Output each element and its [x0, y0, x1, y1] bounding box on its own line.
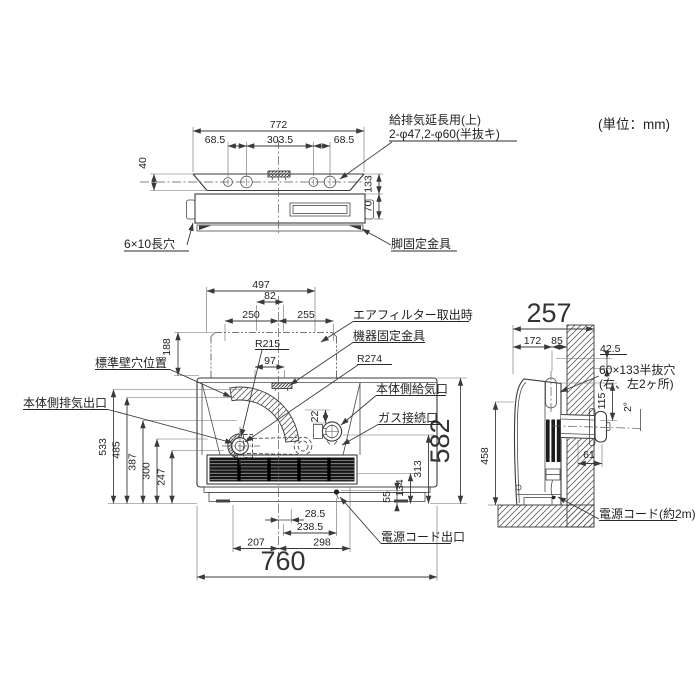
power-cord: [550, 479, 556, 499]
dim-70: 70: [363, 201, 375, 213]
dim-238-5: 238.5: [297, 521, 323, 533]
power-cord-outlet-dot: [333, 489, 340, 495]
label-power-cord: 電源コード(約2m): [599, 506, 696, 521]
label-6x10-slot: 6×10長穴: [124, 236, 175, 251]
rear-fitting: [267, 170, 291, 178]
air-inlet-gas-connection: [313, 421, 343, 445]
dim-40: 40: [137, 157, 149, 169]
warm-air-grille: [206, 454, 358, 485]
top-view-body: [194, 193, 366, 224]
label-air-inlet: 本体側給気口: [376, 381, 448, 396]
label-wall-hole-position: 標準壁穴位置: [95, 355, 167, 370]
dim-188: 188: [161, 338, 173, 356]
dim-300: 300: [141, 462, 153, 480]
dim-485: 485: [111, 441, 123, 459]
flue-pipe: [551, 408, 644, 446]
side-view: 2° 257 172 85 42.5 60×133半抜穴 (右、左2ヶ所) 11…: [479, 298, 696, 528]
label-flue-extension-line1: 給排気延長用(上): [389, 112, 481, 127]
dim-134: 134: [394, 479, 406, 497]
dim-497: 497: [252, 279, 270, 291]
dim-255: 255: [297, 309, 315, 321]
dim-22: 22: [309, 411, 321, 423]
dim-68-5-right: 68.5: [334, 134, 355, 146]
units-note: (単位：mm): [598, 117, 670, 132]
dim-303-5: 303.5: [267, 134, 293, 146]
label-knockout-line1: 60×133半抜穴: [599, 362, 675, 377]
dim-68-5-left: 68.5: [205, 134, 226, 146]
top-view-control-panel: [289, 202, 351, 217]
top-view-right-tab: [364, 199, 374, 220]
label-flue-extension-line2: 2-φ47,2-φ60(半抜キ): [389, 127, 500, 141]
dim-r274: R274: [357, 353, 382, 365]
dim-250: 250: [242, 309, 260, 321]
dim-2deg: 2°: [622, 402, 634, 412]
dim-61: 61: [583, 449, 595, 461]
top-view: 772 68.5 303.5 68.5 40 133 70 給排気延長用(上) …: [124, 112, 517, 252]
dim-313: 313: [412, 460, 424, 478]
label-foot-bracket: 脚固定金具: [391, 236, 451, 251]
dim-207: 207: [247, 537, 265, 549]
label-fixing-bracket: 機器固定金具: [353, 328, 425, 343]
dim-42-5: 42.5: [600, 343, 621, 355]
fixing-bracket: [271, 382, 293, 389]
dim-582: 582: [425, 418, 455, 463]
dim-247: 247: [156, 468, 168, 486]
label-power-cord-outlet: 電源コード出口: [381, 530, 465, 544]
front-view: 497 82 250 255 188 97 R215 R274 22 533: [23, 279, 473, 581]
label-knockout-line2: (右、左2ヶ所): [599, 376, 674, 391]
flue-pipe-dashed: [243, 434, 313, 458]
dim-172: 172: [524, 335, 542, 347]
dim-458: 458: [479, 447, 491, 465]
side-body: [513, 378, 562, 506]
label-gas-connection: ガス接続口: [378, 410, 438, 425]
air-filter-outline: [210, 332, 337, 378]
rear-louvers: [546, 419, 561, 462]
dim-772: 772: [270, 119, 288, 131]
dim-97: 97: [264, 355, 276, 367]
dim-85: 85: [551, 335, 563, 347]
dim-533: 533: [97, 438, 109, 456]
dim-760: 760: [260, 546, 305, 576]
dim-387: 387: [127, 453, 139, 471]
dim-55: 55: [381, 491, 393, 503]
label-air-filter: エアフィルター取出時: [353, 308, 473, 322]
dim-257: 257: [526, 298, 571, 328]
dim-115: 115: [596, 392, 608, 409]
dim-82: 82: [264, 290, 276, 302]
top-view-left-tab: [186, 199, 196, 220]
label-exhaust-outlet: 本体側排気出口: [23, 395, 107, 410]
dim-133: 133: [363, 175, 375, 193]
dim-28-5: 28.5: [305, 508, 326, 520]
dim-r215: R215: [255, 338, 280, 350]
dim-298: 298: [313, 537, 331, 549]
